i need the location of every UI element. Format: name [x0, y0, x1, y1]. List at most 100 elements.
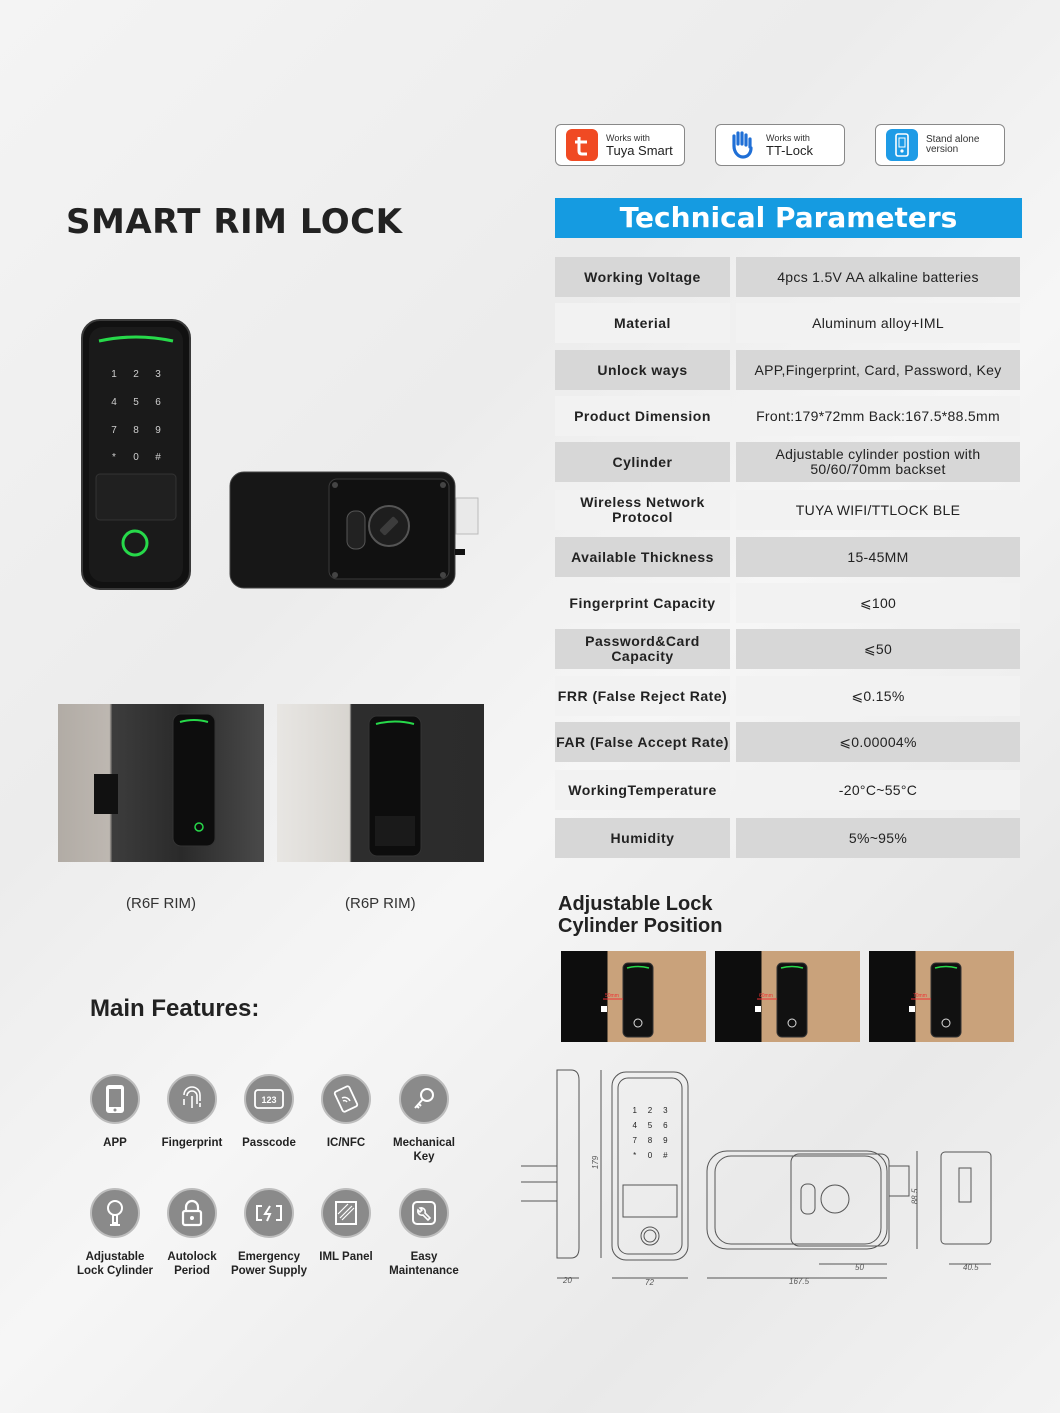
tech-row-key: FRR (False Reject Rate): [555, 676, 730, 716]
feature-item: Emergency Power Supply: [229, 1188, 309, 1278]
badge-small: Works with: [606, 132, 650, 143]
tech-row-value: ⩽50: [736, 629, 1020, 669]
feature-label: Autolock Period: [167, 1251, 217, 1277]
fingerprint-icon: [167, 1074, 217, 1124]
feature-item: Autolock Period: [152, 1188, 232, 1278]
tech-row-value: 15-45MM: [736, 537, 1020, 577]
keypad-key: 2: [647, 1106, 653, 1115]
keypad-key: 3: [663, 1106, 668, 1115]
cylinder-icon: [90, 1188, 140, 1238]
tech-row-value: ⩽0.00004%: [736, 722, 1020, 762]
tech-row-key: Password&Card Capacity: [555, 629, 730, 669]
feature-item: Fingerprint: [152, 1074, 232, 1150]
keypad-key: 2: [133, 369, 139, 380]
keypad-key: 0: [647, 1151, 653, 1160]
keypad-key: 6: [663, 1121, 668, 1130]
svg-text:123: 123: [261, 1095, 276, 1105]
tech-row-key: Material: [555, 303, 730, 343]
tech-row-key: Working Voltage: [555, 257, 730, 297]
dim-front-height: 179: [591, 1155, 601, 1170]
feature-label: Easy Maintenance: [389, 1251, 459, 1277]
tech-row-value: TUYA WIFI/TTLOCK BLE: [736, 490, 1020, 530]
cylinder-title: Adjustable Lock Cylinder Position: [558, 893, 723, 937]
tech-row: Password&Card Capacity⩽50: [555, 629, 1020, 669]
keypad-key: 9: [663, 1136, 668, 1145]
keypad-key: 1: [111, 369, 117, 380]
hand-icon: [726, 129, 758, 161]
feature-label: Emergency Power Supply: [230, 1251, 308, 1277]
tech-row-value: 4pcs 1.5V AA alkaline batteries: [736, 257, 1020, 297]
keypad-key: 9: [155, 424, 161, 436]
passcode-icon: 123: [244, 1074, 294, 1124]
feature-item: IML Panel: [306, 1188, 386, 1264]
photo-r6f: [58, 704, 264, 862]
keypad-key: 8: [647, 1136, 653, 1145]
tech-row-value: Aluminum alloy+IML: [736, 303, 1020, 343]
keypad-key: *: [112, 452, 116, 464]
cylinder-photo: 70mm: [869, 951, 1014, 1042]
tech-row-value: ⩽100: [736, 583, 1020, 623]
cylinder-photo: 60mm: [715, 951, 860, 1042]
panel-icon: [321, 1188, 371, 1238]
keypad-key: #: [663, 1151, 668, 1160]
features-title: Main Features:: [90, 995, 260, 1022]
keypad-key: *: [633, 1151, 637, 1160]
keypad-key: 6: [155, 396, 161, 408]
backset-label: 50mm: [605, 993, 619, 999]
backset-label: 70mm: [913, 993, 927, 999]
keypad-key: 7: [111, 424, 117, 436]
wrench-icon: [399, 1188, 449, 1238]
key-icon: [399, 1074, 449, 1124]
badge-ttlock: Works with TT-Lock: [715, 124, 845, 166]
keypad-key: 5: [647, 1121, 653, 1130]
feature-label: IML Panel: [319, 1251, 373, 1263]
tech-row-key: Product Dimension: [555, 396, 730, 436]
tech-row-key: Fingerprint Capacity: [555, 583, 730, 623]
dim-offset: 50: [855, 1263, 864, 1272]
tech-row: FRR (False Reject Rate)⩽0.15%: [555, 676, 1020, 716]
tech-row-value: Adjustable cylinder postion with 50/60/7…: [736, 442, 1020, 482]
feature-label: IC/NFC: [326, 1137, 366, 1149]
keypad-key: 8: [133, 424, 139, 436]
dim-front-width: 72: [645, 1278, 654, 1287]
page-title: SMART RIM LOCK: [66, 202, 403, 242]
feature-item: Mechanical Key: [384, 1074, 464, 1164]
photo-r6p: [277, 704, 484, 862]
badge-small: Works with: [766, 132, 810, 143]
phone-icon: [90, 1074, 140, 1124]
tech-row-value: APP,Fingerprint, Card, Password, Key: [736, 350, 1020, 390]
dim-side-width: 20: [563, 1276, 572, 1285]
tuya-icon: [566, 129, 598, 161]
tech-row-key: FAR (False Accept Rate): [555, 722, 730, 762]
feature-label: Adjustable Lock Cylinder: [76, 1251, 154, 1277]
tech-row-value: 5%~95%: [736, 818, 1020, 858]
nfc-card-icon: [321, 1074, 371, 1124]
badge-standalone: Stand alone version: [875, 124, 1005, 166]
tech-row-value: ⩽0.15%: [736, 676, 1020, 716]
feature-label: Mechanical Key: [393, 1137, 455, 1163]
back-lock-body: [229, 471, 479, 589]
tech-row-value: -20°C~55°C: [736, 770, 1020, 810]
backset-label: 60mm: [759, 993, 773, 999]
padlock-icon: [167, 1188, 217, 1238]
dim-back-height: 88.5: [910, 1188, 920, 1205]
feature-label: APP: [103, 1137, 127, 1149]
feature-item: IC/NFC: [306, 1074, 386, 1150]
badge-big: TT-Lock: [766, 142, 813, 158]
battery-icon: [244, 1188, 294, 1238]
keypad-key: 5: [133, 396, 139, 408]
tech-row-key: Wireless Network Protocol: [555, 490, 730, 530]
caption-r6f: (R6F RIM): [126, 895, 196, 912]
device-icon: [886, 129, 918, 161]
